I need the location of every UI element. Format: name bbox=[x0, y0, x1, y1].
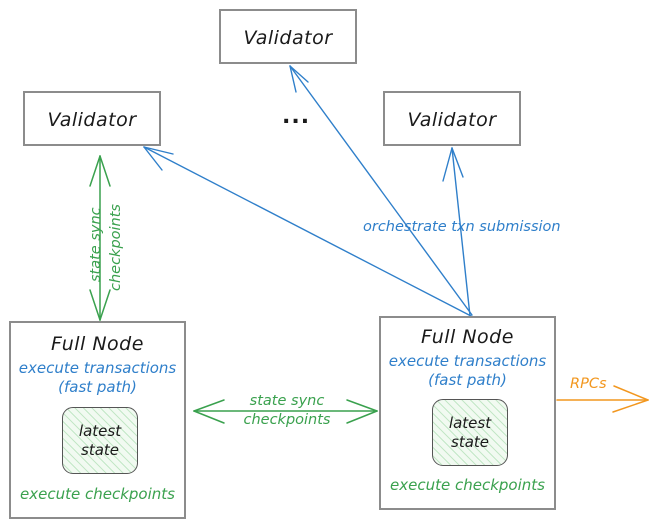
full-node-right-blue-note: execute transactions (fast path) bbox=[388, 352, 547, 389]
full-node-left-state-box: latest state bbox=[62, 407, 138, 474]
full-node-left-state-line1: latest bbox=[78, 421, 122, 440]
state-sync-vertical-label-line2: checkpoints bbox=[108, 204, 124, 291]
full-node-right-state-line1: latest bbox=[448, 413, 492, 432]
validator-left-label: Validator bbox=[47, 109, 137, 131]
full-node-right-state-box: latest state bbox=[432, 399, 508, 466]
validator-left-box[interactable]: Validator bbox=[23, 91, 161, 146]
full-node-left-blue-note: execute transactions (fast path) bbox=[18, 359, 177, 396]
rpcs-label: RPCs bbox=[570, 376, 607, 392]
validator-top-label: Validator bbox=[243, 27, 333, 49]
validator-right-label: Validator bbox=[407, 109, 497, 131]
full-node-left-green-note: execute checkpoints bbox=[20, 485, 175, 503]
validator-top-box[interactable]: Validator bbox=[219, 9, 357, 64]
full-node-left-box[interactable]: Full Node execute transactions (fast pat… bbox=[9, 321, 186, 519]
full-node-left-title: Full Node bbox=[51, 333, 144, 355]
orchestrate-txn-submission-label: orchestrate txn submission bbox=[363, 219, 561, 235]
full-node-right-green-note: execute checkpoints bbox=[390, 476, 545, 494]
validator-right-box[interactable]: Validator bbox=[383, 91, 521, 146]
validators-ellipsis: ... bbox=[282, 104, 311, 129]
state-sync-vertical-label-line1: state sync bbox=[88, 207, 104, 282]
state-sync-horizontal-label: state sync checkpoints bbox=[243, 393, 331, 428]
full-node-right-state-line2: state bbox=[451, 432, 489, 451]
full-node-left-state-line2: state bbox=[81, 440, 119, 459]
full-node-right-title: Full Node bbox=[421, 326, 514, 348]
full-node-right-box[interactable]: Full Node execute transactions (fast pat… bbox=[379, 316, 556, 510]
